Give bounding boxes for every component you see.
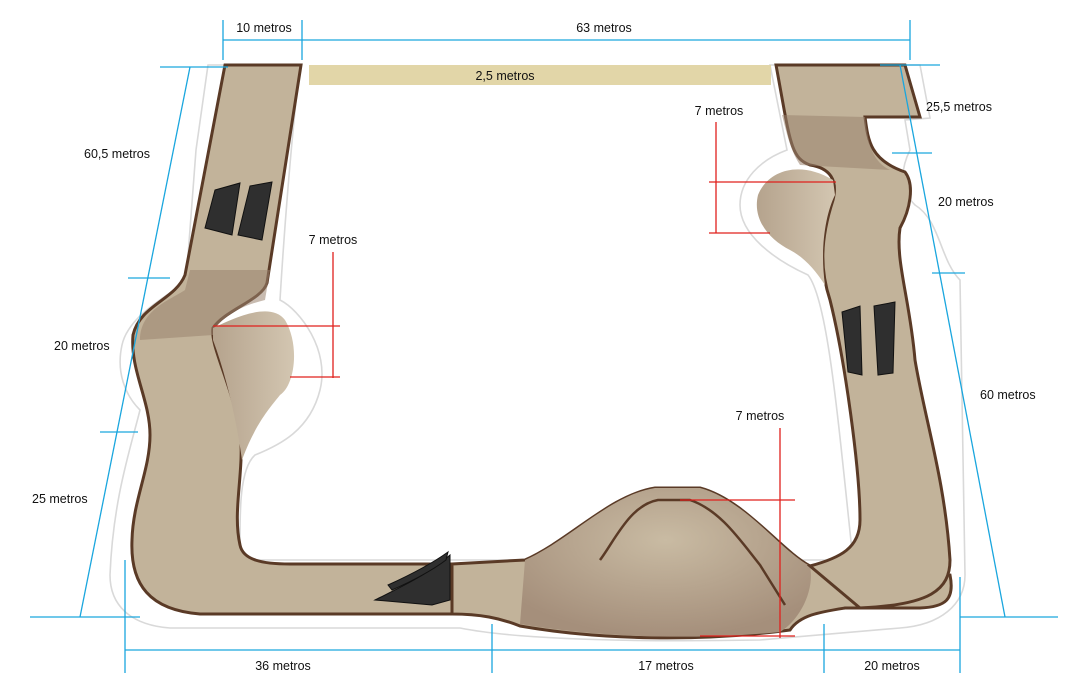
mound-bottom (520, 488, 811, 637)
ramp-icon (373, 550, 451, 606)
label-bump-left: 7 metros (309, 233, 358, 247)
label-right-middle: 20 metros (938, 195, 994, 209)
ramp-icon (841, 301, 896, 376)
label-bump-right: 7 metros (695, 104, 744, 118)
label-top-span: 63 metros (576, 21, 632, 35)
bump-left (213, 311, 295, 460)
track-left-shadow (140, 270, 270, 340)
label-bottom-left: 36 metros (255, 659, 311, 673)
label-bump-bottom: 7 metros (736, 409, 785, 423)
dimension-lines (30, 20, 1058, 673)
top-strip (309, 65, 771, 85)
track-right-segment (774, 63, 952, 610)
bump-right (756, 169, 835, 285)
red-markers (213, 122, 836, 638)
label-left-upper: 60,5 metros (84, 147, 150, 161)
track-right-shadow (782, 115, 890, 170)
label-left-middle: 20 metros (54, 339, 110, 353)
course-outline (109, 64, 966, 642)
label-left-lower: 25 metros (32, 492, 88, 506)
label-bottom-right: 20 metros (864, 659, 920, 673)
label-right-top: 25,5 metros (926, 100, 992, 114)
ramp-icon (204, 181, 273, 241)
label-top-strip: 2,5 metros (475, 69, 534, 83)
label-right-lower: 60 metros (980, 388, 1036, 402)
label-top-left-width: 10 metros (236, 21, 292, 35)
label-bottom-middle: 17 metros (638, 659, 694, 673)
